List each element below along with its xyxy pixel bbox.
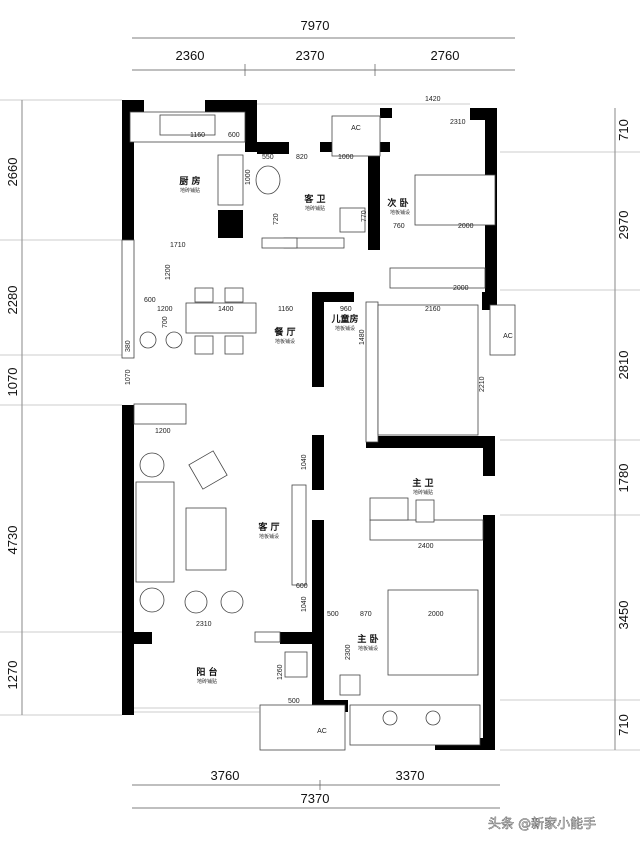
svg-text:地砖铺贴: 地砖铺贴 bbox=[413, 489, 433, 496]
tv-cabinet bbox=[291, 484, 307, 586]
sink bbox=[159, 114, 216, 136]
watermark: 头条 @新家小能手 bbox=[488, 816, 596, 832]
svg-text:地板铺设: 地板铺设 bbox=[358, 645, 378, 652]
svg-text:1420: 1420 bbox=[425, 96, 441, 103]
svg-text:地砖铺贴: 地砖铺贴 bbox=[197, 678, 217, 685]
svg-text:2000: 2000 bbox=[428, 611, 444, 618]
svg-text:2160: 2160 bbox=[425, 306, 441, 313]
svg-text:1040: 1040 bbox=[301, 596, 308, 612]
master-bed bbox=[387, 589, 479, 676]
svg-text:820: 820 bbox=[296, 154, 308, 161]
sofa bbox=[135, 481, 175, 583]
dim-right-3: 2810 bbox=[616, 351, 631, 380]
svg-text:700: 700 bbox=[162, 316, 169, 328]
dim-bottom-1: 3760 bbox=[211, 768, 240, 783]
stove bbox=[217, 154, 244, 206]
guest-toilet bbox=[339, 207, 366, 233]
dim-left-3: 1070 bbox=[5, 368, 20, 397]
room-labels: 厨 房 地砖铺贴 客 卫 地砖铺贴 次 卧 地板铺设 儿童房 地板铺设 餐 厅 … bbox=[179, 175, 433, 685]
second-bed bbox=[414, 174, 496, 226]
svg-text:2000: 2000 bbox=[458, 223, 474, 230]
svg-text:1160: 1160 bbox=[190, 132, 205, 139]
svg-text:1200: 1200 bbox=[165, 264, 172, 280]
dim-top-total: 7970 bbox=[301, 18, 330, 33]
furniture bbox=[135, 114, 496, 726]
svg-text:770: 770 bbox=[361, 210, 368, 222]
dim-top-2: 2370 bbox=[296, 48, 325, 63]
svg-text:1400: 1400 bbox=[218, 306, 234, 313]
dim-right-1: 710 bbox=[616, 119, 631, 141]
svg-text:380: 380 bbox=[125, 340, 132, 352]
svg-text:760: 760 bbox=[393, 223, 405, 230]
washer bbox=[284, 651, 308, 678]
washbasin bbox=[369, 497, 409, 521]
room-master-bath: 主 卫 bbox=[412, 477, 433, 489]
dimension-lines bbox=[0, 37, 640, 809]
dim-bottom-total: 7370 bbox=[301, 791, 330, 806]
svg-text:地板铺设: 地板铺设 bbox=[335, 325, 355, 332]
svg-text:1200: 1200 bbox=[155, 428, 171, 435]
room-second-bedroom: 次 卧 bbox=[387, 197, 408, 209]
svg-text:600: 600 bbox=[144, 297, 156, 304]
dim-top-1: 2360 bbox=[176, 48, 205, 63]
svg-text:2000: 2000 bbox=[453, 285, 469, 292]
svg-text:地板铺设: 地板铺设 bbox=[390, 209, 410, 216]
ac-label-2: AC bbox=[503, 333, 513, 340]
dim-left-4: 4730 bbox=[5, 526, 20, 555]
guest-basin bbox=[255, 165, 281, 195]
svg-text:1000: 1000 bbox=[338, 154, 354, 161]
dim-right-5: 3450 bbox=[616, 601, 631, 630]
svg-text:1070: 1070 bbox=[125, 369, 132, 385]
svg-text:500: 500 bbox=[327, 611, 339, 618]
svg-text:地砖铺贴: 地砖铺贴 bbox=[180, 187, 200, 194]
svg-text:2400: 2400 bbox=[418, 543, 434, 550]
dim-right-6: 710 bbox=[616, 714, 631, 736]
svg-text:2300: 2300 bbox=[345, 644, 352, 660]
room-kitchen: 厨 房 bbox=[179, 175, 200, 187]
svg-text:960: 960 bbox=[340, 306, 352, 313]
dining-table bbox=[185, 302, 257, 334]
dim-right-2: 2970 bbox=[616, 211, 631, 240]
svg-text:1160: 1160 bbox=[278, 306, 293, 313]
dim-left-2: 2280 bbox=[5, 286, 20, 315]
svg-text:1000: 1000 bbox=[245, 169, 252, 185]
armchair bbox=[188, 450, 228, 490]
svg-text:1710: 1710 bbox=[170, 242, 186, 249]
dim-left-1: 2660 bbox=[5, 158, 20, 187]
svg-text:1200: 1200 bbox=[157, 306, 173, 313]
svg-text:地板铺设: 地板铺设 bbox=[259, 533, 279, 540]
dim-left-5: 1270 bbox=[5, 661, 20, 690]
room-dining: 餐 厅 bbox=[273, 326, 295, 338]
dim-right-4: 1780 bbox=[616, 464, 631, 493]
room-guest-bath: 客 卫 bbox=[303, 193, 325, 205]
svg-text:600: 600 bbox=[228, 132, 240, 139]
ac-label-3: AC bbox=[317, 728, 327, 735]
ac-label-1: AC bbox=[351, 125, 361, 132]
dim-top-3: 2760 bbox=[431, 48, 460, 63]
tatami bbox=[377, 304, 479, 436]
svg-text:地砖铺贴: 地砖铺贴 bbox=[305, 205, 325, 212]
svg-text:600: 600 bbox=[296, 583, 308, 590]
svg-text:1260: 1260 bbox=[277, 664, 284, 680]
thin-walls bbox=[121, 103, 516, 751]
room-living: 客 厅 bbox=[257, 521, 279, 533]
coffee-table bbox=[185, 507, 227, 571]
room-balcony: 阳 台 bbox=[196, 666, 217, 678]
interior-dimensions: 1160 600 1710 1200 600 550 820 1000 1000… bbox=[125, 96, 486, 705]
svg-text:870: 870 bbox=[360, 611, 372, 618]
svg-text:720: 720 bbox=[273, 213, 280, 225]
room-kids: 儿童房 bbox=[330, 313, 358, 325]
svg-text:550: 550 bbox=[262, 154, 274, 161]
svg-text:2310: 2310 bbox=[196, 621, 212, 628]
toilet bbox=[415, 499, 435, 523]
dim-bottom-2: 3370 bbox=[396, 768, 425, 783]
svg-text:1040: 1040 bbox=[301, 454, 308, 470]
svg-text:1480: 1480 bbox=[359, 329, 366, 345]
room-master-bedroom: 主 卧 bbox=[357, 633, 378, 645]
svg-text:2310: 2310 bbox=[450, 119, 466, 126]
svg-text:500: 500 bbox=[288, 698, 300, 705]
svg-text:2210: 2210 bbox=[479, 376, 486, 392]
svg-text:地板铺设: 地板铺设 bbox=[275, 338, 295, 345]
